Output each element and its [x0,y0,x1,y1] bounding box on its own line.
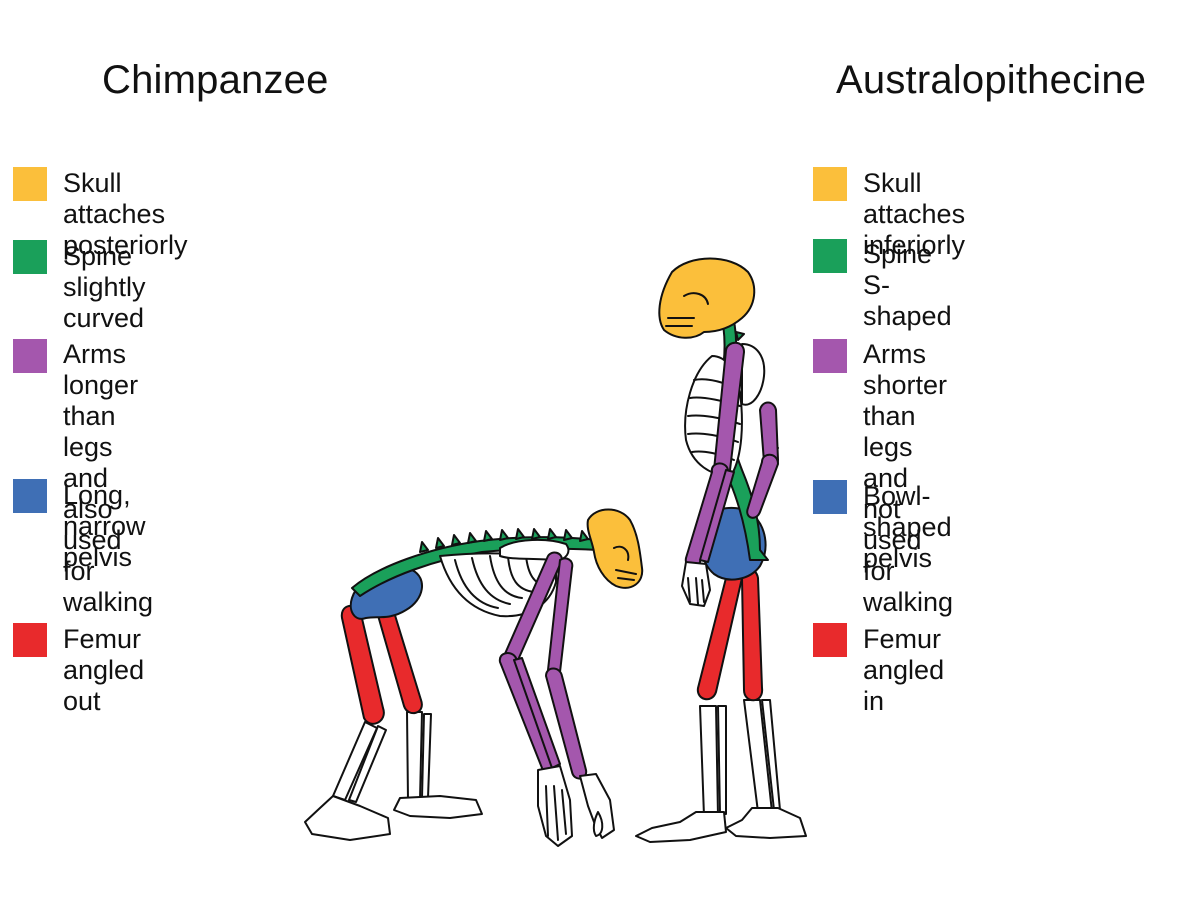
legend-label: Long, narrow pelvis [63,480,146,572]
legend-label: Femur angled out [63,624,145,716]
legend-label: Spine slightly curved [63,241,146,333]
legend-item-femur: Femur angled in [813,623,944,717]
legend-item-pelvis: Bowl-shaped pelvis [813,480,952,574]
femur-swatch [813,623,847,657]
legend-item-spine: Spine S-shaped [813,239,952,332]
chimp-lower-legs [304,711,483,841]
chimpanzee-skeleton [304,508,644,847]
austr-feet [635,807,807,843]
chimp-femurs [340,603,423,725]
legend-label: Spine S-shaped [863,239,952,331]
legend-item-pelvis: Long, narrow pelvis [13,479,146,573]
arms-swatch [13,339,47,373]
legend-item-skull: Skull attaches posteriorly [13,167,188,261]
chimp-arms [498,551,588,780]
legend-label: Arms longer than legs and also used for … [63,339,154,617]
legend-label: Femur angled in [863,624,945,716]
chimp-hands [537,765,615,847]
legend-item-arms: Arms longer than legs and also used for … [13,339,153,618]
pelvis-swatch [813,480,847,514]
spine-swatch [813,239,847,273]
arms-swatch [813,339,847,373]
spine-swatch [13,240,47,274]
legend-item-skull: Skull attaches inferiorly [813,167,965,261]
australopithecine-skeleton [635,257,807,843]
australopithecine-title: Australopithecine [836,58,1147,102]
femur-swatch [13,623,47,657]
legend-item-femur: Femur angled out [13,623,144,717]
chimp-spine-processes [419,528,589,553]
skull-swatch [13,167,47,201]
legend-label: Skull attaches inferiorly [863,168,966,260]
austr-lower-legs [699,699,781,817]
legend-item-arms: Arms shorter than legs and not used for … [813,339,953,618]
legend-item-spine: Spine slightly curved [13,240,146,334]
austr-scapula [741,343,766,406]
austr-femurs [696,568,764,702]
chimpanzee-title: Chimpanzee [102,58,329,102]
legend-label: Arms shorter than legs and not used for … [863,339,954,617]
legend-label: Skull attaches posteriorly [63,168,188,260]
legend-label: Bowl-shaped pelvis [863,481,952,573]
pelvis-swatch [13,479,47,513]
skull-swatch [813,167,847,201]
austr-hand [681,561,711,607]
